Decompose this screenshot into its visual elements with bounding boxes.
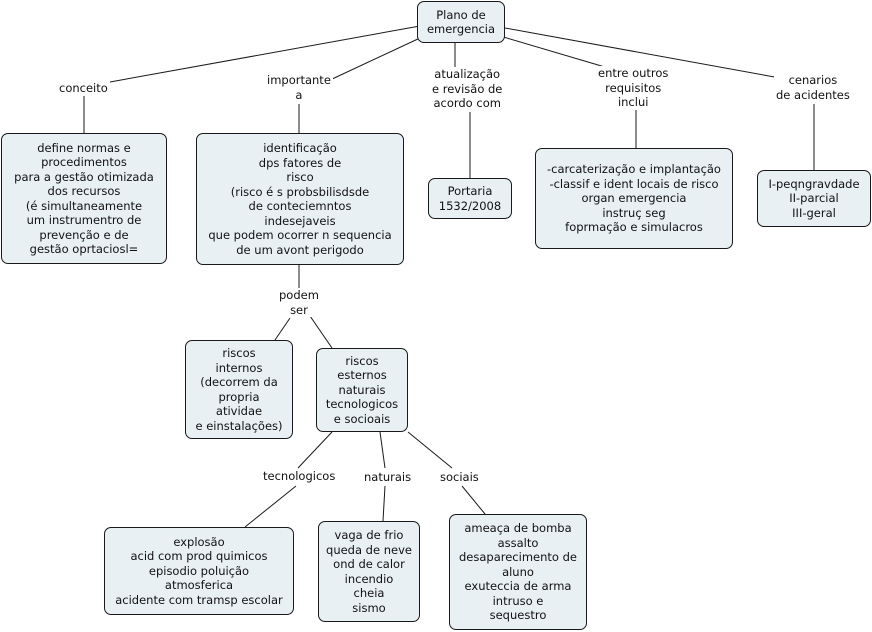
label-importante-a: importante a bbox=[265, 73, 333, 102]
label-sociais: sociais bbox=[438, 470, 481, 485]
label-cenarios-acidentes: cenarios de acidentes bbox=[774, 73, 852, 102]
node-riscos-internos[interactable]: riscos internos (decorrem da propria ati… bbox=[185, 340, 293, 439]
node-plano-emergencia[interactable]: Plano de emergencia bbox=[417, 1, 505, 43]
node-tecnologicos-exemplos[interactable]: explosão acid com prod quimicos episodio… bbox=[104, 527, 294, 615]
node-identificacao-fatores[interactable]: identificação dps fatores de risco (risc… bbox=[196, 133, 404, 265]
label-conceito: conceito bbox=[57, 81, 110, 96]
node-gravidade[interactable]: I-peqngravdade II-parcial III-geral bbox=[757, 170, 871, 227]
node-naturais-exemplos[interactable]: vaga de frio queda de neve ond de calor … bbox=[318, 521, 420, 622]
node-portaria[interactable]: Portaria 1532/2008 bbox=[428, 178, 512, 219]
node-define-normas[interactable]: define normas e procedimentos para a ges… bbox=[1, 133, 167, 264]
label-podem-ser: podem ser bbox=[277, 288, 321, 317]
label-tecnologicos: tecnologicos bbox=[261, 469, 338, 484]
label-atualizacao: atualização e revisão de acordo com bbox=[430, 67, 505, 111]
node-caracterizacao[interactable]: -carcaterização e implantação -classif e… bbox=[535, 148, 733, 249]
node-sociais-exemplos[interactable]: ameaça de bomba assalto desaparecimento … bbox=[449, 514, 587, 630]
label-entre-outros: entre outros requisitos inclui bbox=[596, 66, 671, 110]
label-naturais: naturais bbox=[362, 470, 414, 485]
node-riscos-externos[interactable]: riscos esternos naturais tecnologicos e … bbox=[316, 348, 408, 432]
